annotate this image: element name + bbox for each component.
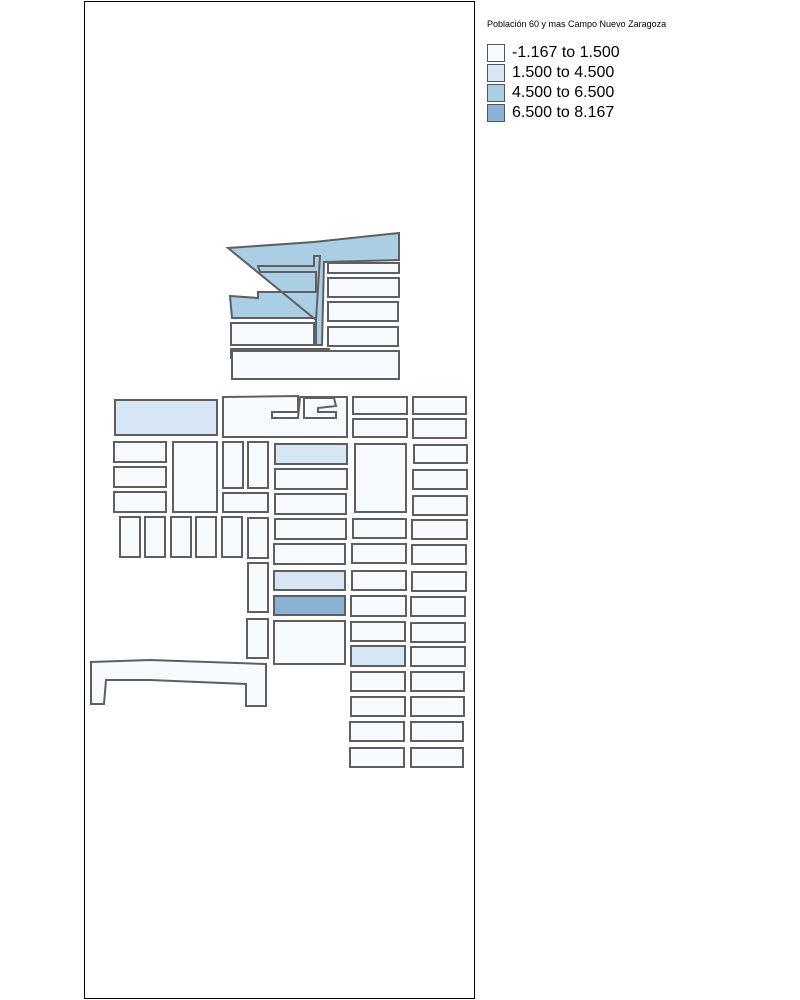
map-block xyxy=(412,495,468,516)
map-block xyxy=(222,441,244,489)
map-block xyxy=(273,543,346,565)
map-block xyxy=(113,441,167,463)
map-block xyxy=(222,492,269,513)
map-block xyxy=(113,491,167,513)
legend-swatch xyxy=(487,104,505,122)
map-block xyxy=(225,231,400,346)
map-block xyxy=(114,399,218,436)
legend-swatch xyxy=(487,64,505,82)
map-block xyxy=(350,696,406,717)
legend-title: Población 60 y mas Campo Nuevo Zaragoza xyxy=(487,19,667,29)
legend-label: 6.500 to 8.167 xyxy=(512,104,615,121)
map-block xyxy=(410,747,464,768)
map-block xyxy=(273,620,346,665)
map-block xyxy=(221,516,243,558)
map-block xyxy=(230,322,315,346)
map-block xyxy=(274,468,348,490)
map-block xyxy=(231,350,400,380)
map-block xyxy=(413,444,468,464)
map-block xyxy=(412,418,467,439)
map-block xyxy=(351,570,407,591)
map-block xyxy=(410,696,465,717)
map-block xyxy=(274,518,347,540)
map-block xyxy=(411,544,467,565)
map-block xyxy=(352,518,407,539)
map-block xyxy=(247,517,269,559)
map-block xyxy=(327,301,399,322)
map-block xyxy=(274,443,348,465)
map-block xyxy=(119,516,141,558)
map-block xyxy=(195,516,217,558)
map-block xyxy=(412,469,468,490)
map-block xyxy=(411,519,468,540)
map-block xyxy=(273,595,346,616)
map-block xyxy=(352,396,408,415)
map-block xyxy=(350,671,406,692)
map-block xyxy=(350,621,406,642)
map-block xyxy=(144,516,166,558)
map-block xyxy=(410,596,466,617)
map-block xyxy=(352,418,408,438)
map-block xyxy=(327,326,399,347)
map-block xyxy=(349,747,405,768)
legend-item: 6.500 to 8.167 xyxy=(487,103,666,123)
map-block xyxy=(410,671,465,692)
map-block xyxy=(411,571,467,592)
map-block xyxy=(349,721,405,742)
map-block xyxy=(113,466,167,488)
legend-label: -1.167 to 1.500 xyxy=(512,44,620,61)
map-block xyxy=(410,646,466,667)
map-block xyxy=(247,441,269,489)
map-block xyxy=(303,397,338,419)
map-block xyxy=(90,658,267,707)
map-block xyxy=(351,543,407,564)
legend-item: 1.500 to 4.500 xyxy=(487,63,666,83)
map-block xyxy=(327,262,400,274)
map-block xyxy=(410,721,464,742)
map-block xyxy=(354,443,407,513)
map-block xyxy=(274,493,347,515)
map-block xyxy=(327,277,400,298)
map-block xyxy=(247,562,269,613)
legend-swatch xyxy=(487,84,505,102)
map-block xyxy=(172,441,218,513)
legend-item: -1.167 to 1.500 xyxy=(487,43,666,63)
map-block xyxy=(350,645,406,667)
legend-label: 1.500 to 4.500 xyxy=(512,64,615,81)
map-block xyxy=(273,570,346,591)
map-block xyxy=(412,396,467,415)
map-block xyxy=(350,595,407,617)
map-block xyxy=(170,516,192,558)
legend-label: 4.500 to 6.500 xyxy=(512,84,615,101)
map-block xyxy=(246,618,269,659)
legend-swatch xyxy=(487,44,505,62)
map-block xyxy=(410,622,466,643)
legend-item: 4.500 to 6.500 xyxy=(487,83,666,103)
map-legend: Población 60 y mas Campo Nuevo Zaragoza … xyxy=(487,19,666,123)
